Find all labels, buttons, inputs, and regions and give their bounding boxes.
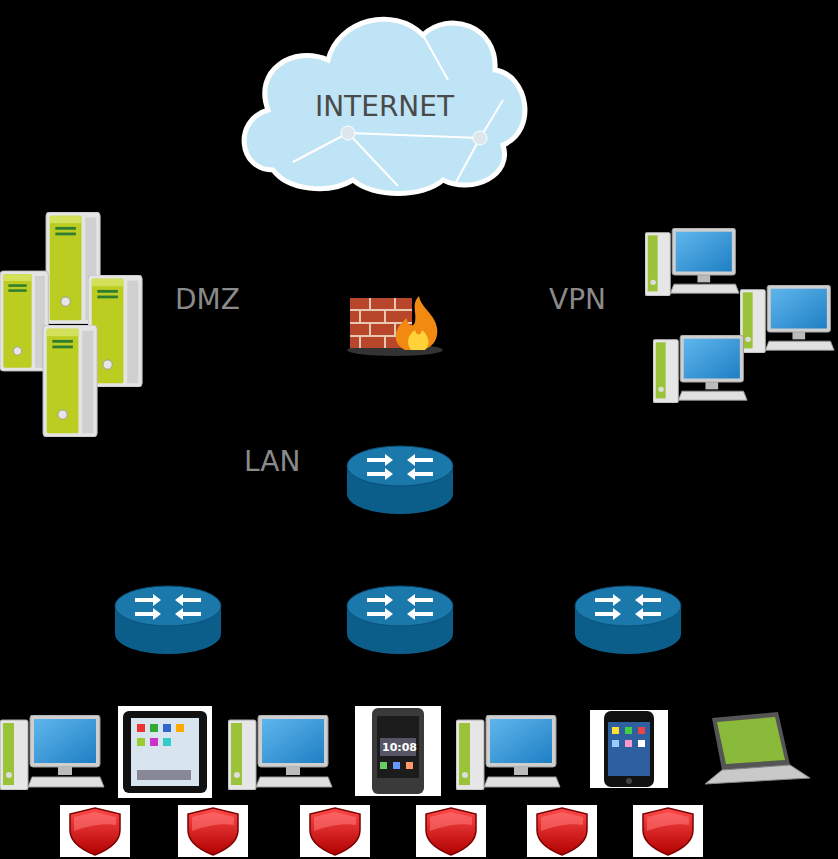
node-text: INTERNET [315,90,454,123]
network-line [348,133,398,186]
dmz-server [0,271,48,371]
cloud-outline [244,19,525,193]
zone-label: VPN [549,283,606,316]
security-shield [633,805,703,857]
network-line [455,138,480,184]
router [115,586,221,654]
desktop-computer [0,715,104,790]
android-phone-icon [355,706,441,796]
security-shield [178,805,248,857]
zone-label: LAN [244,445,300,478]
network-hub [341,126,355,140]
tablet-icon [118,706,212,798]
vpn-computer [653,335,747,403]
router [347,586,453,654]
desktop-computer [228,715,332,790]
vpn-computer [645,228,739,296]
firewall-icon [347,296,443,356]
router [575,586,681,654]
dmz-server [43,325,97,437]
security-shield [416,805,486,857]
security-shield [60,805,130,857]
laptop-icon [705,712,810,784]
network-line [348,133,480,138]
lan-router [347,446,453,514]
vpn-computer [740,285,834,353]
zone-label: DMZ [175,283,240,316]
cloud-node: INTERNET [233,0,536,200]
security-shield [300,805,370,857]
network-hub [473,131,487,145]
iphone-icon [590,710,668,788]
security-shield [527,805,597,857]
clock-text: 10:08 [382,741,417,754]
network-line [293,133,348,162]
desktop-computer [456,715,560,790]
network-line [423,35,448,80]
